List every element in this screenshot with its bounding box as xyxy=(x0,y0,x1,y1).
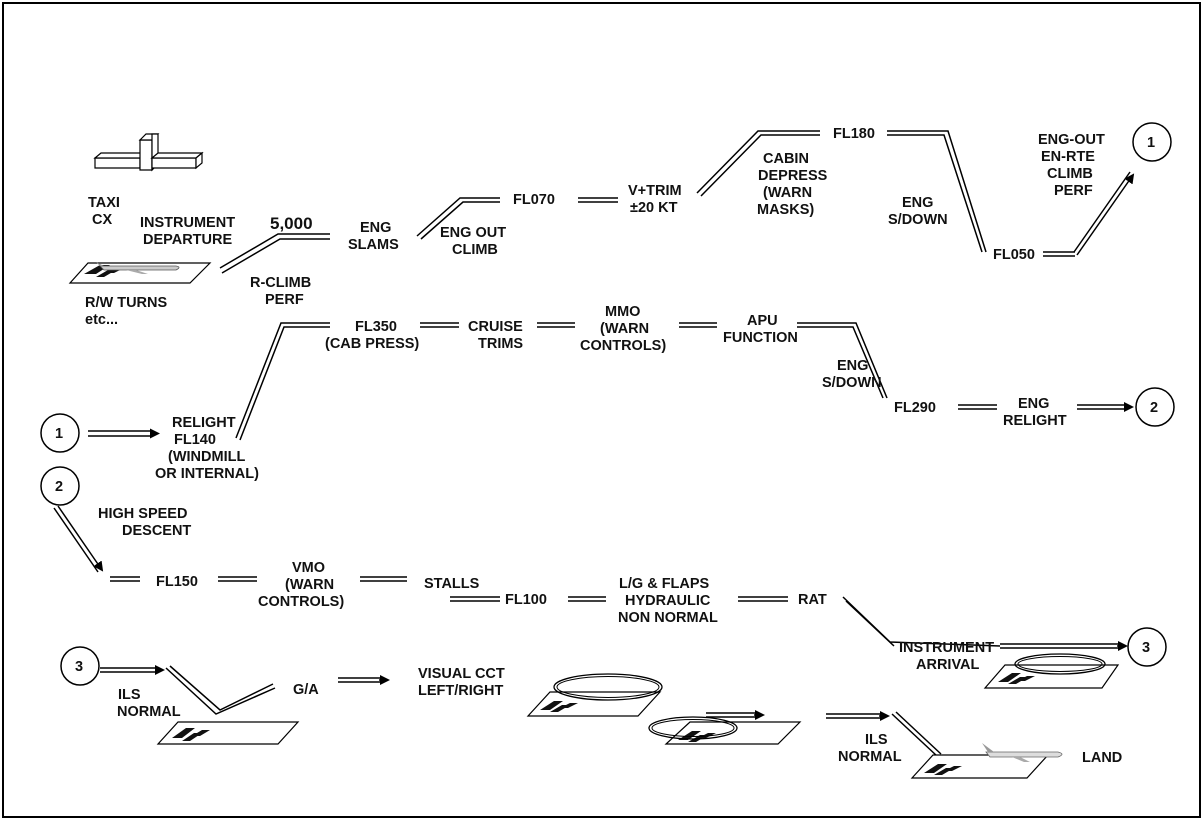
arrow-to-connector-1 xyxy=(1073,171,1135,256)
arrow-to-connector-3 xyxy=(1000,641,1128,651)
eng-sdown-label-1: ENG S/DOWN xyxy=(888,195,948,228)
visual-circuit-right-icon xyxy=(648,710,802,745)
svg-text:3: 3 xyxy=(75,659,83,675)
landing-runway-icon xyxy=(910,754,1050,779)
fl050-label: FL050 xyxy=(993,247,1035,263)
arrow-to-visual-cct xyxy=(338,675,390,685)
ils-normal-label-1: ILS NORMAL xyxy=(117,687,181,720)
land-label: LAND xyxy=(1082,750,1122,766)
fl350-label: FL350 (CAB PRESS) xyxy=(325,319,419,352)
relight-label: RELIGHT FL140 (WINDMILL OR INTERNAL) xyxy=(155,415,259,482)
landing-aircraft-icon xyxy=(982,743,1063,762)
connector-2-in: 2 xyxy=(40,466,80,506)
connector-3-out: 3 xyxy=(1127,627,1167,667)
apu-function-label: APU FUNCTION xyxy=(723,313,798,346)
visual-circuit-left-icon xyxy=(526,673,663,717)
r-climb-perf-label: R-CLIMB PERF xyxy=(250,275,315,308)
arrival-runway-icon xyxy=(983,653,1120,689)
fl070-label: FL070 xyxy=(513,192,555,208)
eng-relight-label: ENG RELIGHT xyxy=(1003,396,1067,429)
instrument-departure-label: INSTRUMENT DEPARTURE xyxy=(140,215,239,248)
profile-line-row2 xyxy=(235,322,1134,441)
ils-normal-label-2: ILS NORMAL xyxy=(838,732,902,765)
cabin-depress-label: CABIN DEPRESS (WARN MASKS) xyxy=(757,151,831,218)
ils-runway-icon xyxy=(156,721,300,745)
profile-line-row3 xyxy=(110,576,1001,647)
svg-text:1: 1 xyxy=(1147,135,1155,151)
stalls-label: STALLS xyxy=(424,576,480,592)
aircraft-icon xyxy=(96,262,180,274)
taxi-cx-label: TAXI CX xyxy=(88,195,124,228)
eng-out-enrte-label: ENG-OUT EN-RTE CLIMB PERF xyxy=(1038,132,1109,199)
svg-text:2: 2 xyxy=(1150,400,1158,416)
rat-label: RAT xyxy=(798,592,827,608)
rw-turns-label: R/W TURNS etc... xyxy=(85,295,171,328)
connector-2-out: 2 xyxy=(1135,387,1175,427)
svg-text:1: 1 xyxy=(55,426,63,442)
visual-cct-label: VISUAL CCT LEFT/RIGHT xyxy=(418,666,509,699)
ils-approach-line xyxy=(100,665,276,715)
connector-1-out: 1 xyxy=(1132,122,1172,162)
altitude-5000-label: 5,000 xyxy=(270,214,313,233)
arrow-to-relight xyxy=(88,428,160,439)
fl290-label: FL290 xyxy=(894,400,936,416)
arrow-to-fl150 xyxy=(53,505,104,573)
cruise-trims-label: CRUISE TRIMS xyxy=(468,319,527,352)
taxi-block-icon xyxy=(93,133,204,172)
svg-text:2: 2 xyxy=(55,479,63,495)
profile-line-row1 xyxy=(219,130,1075,274)
vmo-label: VMO (WARN CONTROLS) xyxy=(258,560,344,610)
instrument-arrival-label: INSTRUMENT ARRIVAL xyxy=(899,640,998,673)
connector-1-in: 1 xyxy=(40,413,80,453)
final-approach-line xyxy=(826,711,942,757)
mmo-label: MMO (WARN CONTROLS) xyxy=(580,304,666,354)
eng-sdown-label-2: ENG S/DOWN xyxy=(822,358,882,391)
fl100-label: FL100 xyxy=(505,592,547,608)
fl180-label: FL180 xyxy=(833,126,875,142)
connector-3-in: 3 xyxy=(60,646,100,686)
v-trim-label: V+TRIM ±20 KT xyxy=(628,183,686,216)
svg-text:3: 3 xyxy=(1142,640,1150,656)
eng-out-climb-label: ENG OUT CLIMB xyxy=(440,225,510,258)
lg-flaps-label: L/G & FLAPS HYDRAULIC NON NORMAL xyxy=(618,576,718,626)
ga-label: G/A xyxy=(293,682,319,698)
fl150-label: FL150 xyxy=(156,574,198,590)
eng-slams-label: ENG SLAMS xyxy=(348,220,399,253)
high-speed-descent-label: HIGH SPEED DESCENT xyxy=(98,506,191,539)
